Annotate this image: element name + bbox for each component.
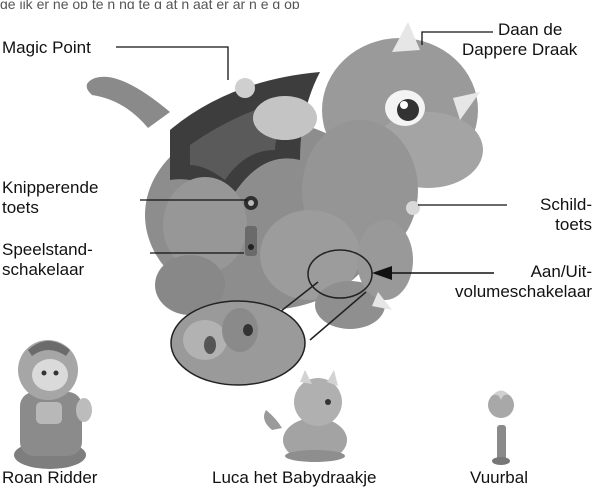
label-speelstand-line1: Speelstand- (2, 240, 93, 260)
label-daan-line1: Daan de (462, 20, 592, 40)
label-magic-point: Magic Point (2, 38, 91, 58)
label-aan-uit-line1: Aan/Uit- (430, 262, 592, 282)
label-daan: Daan de Dappere Draak (462, 20, 592, 60)
label-schild-line2: toets (480, 215, 592, 235)
fireball-stick-icon (488, 391, 514, 466)
label-schild: Schild- toets (480, 195, 592, 235)
baby-dragon-figure-icon (264, 370, 347, 462)
label-roan: Roan Ridder (2, 468, 97, 488)
label-knipperende: Knipperende toets (2, 178, 98, 218)
label-aan-uit: Aan/Uit- volumeschakelaar (430, 262, 592, 302)
label-vuurbal: Vuurbal (470, 468, 528, 488)
label-aan-uit-line2: volumeschakelaar (430, 282, 592, 302)
knight-figure-icon (14, 340, 92, 469)
label-speelstand: Speelstand- schakelaar (2, 240, 93, 280)
label-knipperende-line1: Knipperende (2, 178, 98, 198)
label-daan-line2: Dappere Draak (462, 40, 592, 60)
label-luca: Luca het Babydraakje (212, 468, 376, 488)
label-speelstand-line2: schakelaar (2, 260, 93, 280)
dragon-toy-icon (87, 22, 483, 329)
label-knipperende-line2: toets (2, 198, 98, 218)
label-schild-line1: Schild- (480, 195, 592, 215)
